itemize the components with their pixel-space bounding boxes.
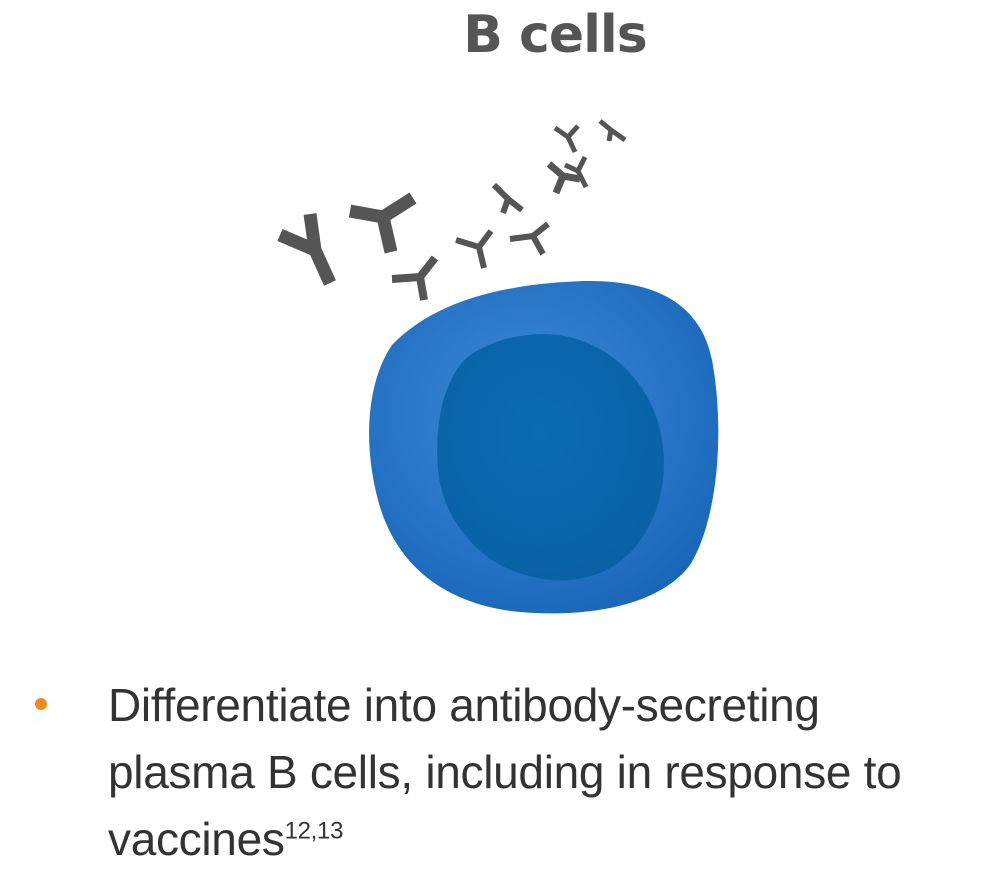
antibody-icon — [391, 255, 439, 301]
antibody-icon — [598, 119, 627, 143]
bullet-text-body: Differentiate into antibody-secreting pl… — [108, 679, 902, 865]
bullet-list: Differentiate into antibody-secreting pl… — [0, 672, 993, 870]
antibody-icon — [546, 161, 581, 195]
antibody-icon — [491, 182, 524, 215]
antibody-icon — [553, 124, 580, 154]
antibody-icon — [277, 213, 336, 286]
b-cell-icon — [369, 280, 719, 614]
antibody-icon — [455, 229, 494, 269]
antibody-cluster — [277, 119, 627, 301]
page-title: B cells — [463, 5, 647, 65]
list-item: Differentiate into antibody-secreting pl… — [0, 672, 968, 870]
bullet-text: Differentiate into antibody-secreting pl… — [108, 672, 968, 870]
bullet-dot-icon — [35, 698, 47, 710]
antibody-icon — [509, 221, 550, 256]
reference-superscript: 12,13 — [284, 817, 344, 845]
cell-nucleus — [437, 334, 664, 581]
antibody-icon — [563, 155, 589, 189]
antibody-icon — [348, 192, 417, 254]
